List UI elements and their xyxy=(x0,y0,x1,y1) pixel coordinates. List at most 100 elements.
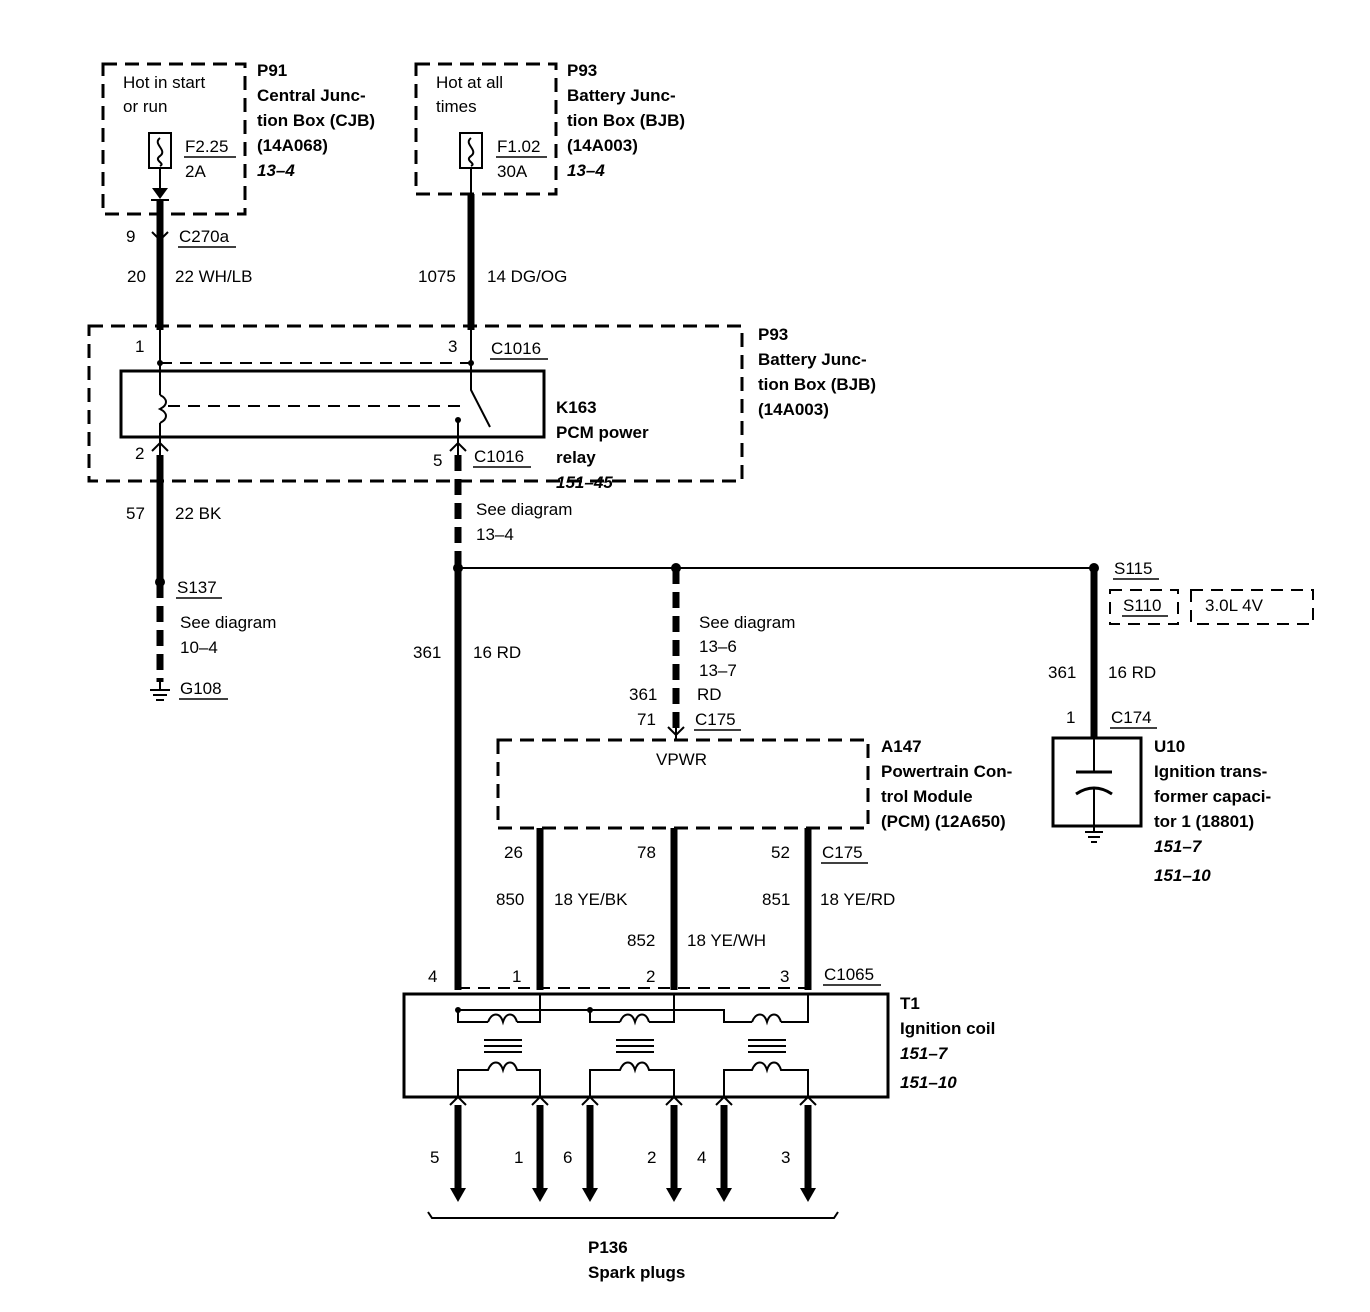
svg-text:K163: K163 xyxy=(556,398,597,417)
svg-text:2A: 2A xyxy=(185,162,206,181)
svg-text:2: 2 xyxy=(646,967,655,986)
plug-label: 3 xyxy=(781,1148,790,1167)
svg-text:3: 3 xyxy=(780,967,789,986)
svg-text:times: times xyxy=(436,97,477,116)
svg-text:A147: A147 xyxy=(881,737,922,756)
diode-icon xyxy=(152,188,168,199)
plug-label: 4 xyxy=(697,1148,706,1167)
svg-text:C174: C174 xyxy=(1111,708,1152,727)
svg-text:16 RD: 16 RD xyxy=(473,643,521,662)
spark-plug-wires xyxy=(449,1095,817,1202)
relay-label: K163 PCM power relay 151–45 xyxy=(556,398,649,492)
svg-text:Spark plugs: Spark plugs xyxy=(588,1263,685,1282)
svg-text:1075: 1075 xyxy=(418,267,456,286)
svg-text:851: 851 xyxy=(762,890,790,909)
svg-text:(14A003): (14A003) xyxy=(567,136,638,155)
relay-switch-icon xyxy=(470,371,491,428)
svg-text:Battery Junc-: Battery Junc- xyxy=(567,86,676,105)
svg-text:PCM power: PCM power xyxy=(556,423,649,442)
plug-label: 6 xyxy=(563,1148,572,1167)
svg-text:13–7: 13–7 xyxy=(699,661,737,680)
svg-text:30A: 30A xyxy=(497,162,528,181)
svg-text:P136: P136 xyxy=(588,1238,628,1257)
svg-text:9: 9 xyxy=(126,227,135,246)
svg-text:C1065: C1065 xyxy=(824,965,874,984)
svg-text:151–10: 151–10 xyxy=(1154,866,1211,885)
svg-text:26: 26 xyxy=(504,843,523,862)
svg-text:P93: P93 xyxy=(758,325,788,344)
svg-text:20: 20 xyxy=(127,267,146,286)
svg-text:13–4: 13–4 xyxy=(567,161,605,180)
svg-text:1: 1 xyxy=(1066,708,1075,727)
pcm-label: A147 Powertrain Con- trol Module (PCM) (… xyxy=(881,737,1012,831)
fuse-icon xyxy=(459,132,483,169)
svg-text:5: 5 xyxy=(433,451,442,470)
svg-text:22 BK: 22 BK xyxy=(175,504,222,523)
svg-text:C1016: C1016 xyxy=(491,339,541,358)
svg-text:3.0L 4V: 3.0L 4V xyxy=(1205,596,1264,615)
svg-text:RD: RD xyxy=(697,685,722,704)
svg-text:C175: C175 xyxy=(695,710,736,729)
svg-text:361: 361 xyxy=(413,643,441,662)
svg-text:151–7: 151–7 xyxy=(1154,837,1203,856)
svg-text:22 WH/LB: 22 WH/LB xyxy=(175,267,252,286)
svg-text:13–4: 13–4 xyxy=(257,161,295,180)
ignition-capacitor xyxy=(1051,736,1143,843)
svg-text:(14A068): (14A068) xyxy=(257,136,328,155)
svg-text:F1.02: F1.02 xyxy=(497,137,540,156)
svg-text:Ignition trans-: Ignition trans- xyxy=(1154,762,1267,781)
svg-text:See diagram: See diagram xyxy=(476,500,572,519)
svg-text:18 YE/RD: 18 YE/RD xyxy=(820,890,895,909)
svg-text:tion Box (BJB): tion Box (BJB) xyxy=(758,375,876,394)
cjb-label: P91 Central Junc- tion Box (CJB) (14A068… xyxy=(257,61,375,180)
pcm-module: VPWR xyxy=(496,738,870,830)
plug-label: 2 xyxy=(647,1148,656,1167)
svg-text:T1: T1 xyxy=(900,994,920,1013)
svg-text:tor 1 (18801): tor 1 (18801) xyxy=(1154,812,1254,831)
fuse-icon xyxy=(148,132,172,169)
svg-text:(14A003): (14A003) xyxy=(758,400,829,419)
svg-text:18 YE/WH: 18 YE/WH xyxy=(687,931,766,950)
svg-text:52: 52 xyxy=(771,843,790,862)
svg-text:14 DG/OG: 14 DG/OG xyxy=(487,267,567,286)
relay-junction-box: P93 Battery Junc- tion Box (BJB) (14A003… xyxy=(87,324,876,483)
svg-text:tion Box (BJB): tion Box (BJB) xyxy=(567,111,685,130)
svg-text:or run: or run xyxy=(123,97,167,116)
svg-text:See diagram: See diagram xyxy=(180,613,276,632)
svg-text:151–7: 151–7 xyxy=(900,1044,949,1063)
svg-text:VPWR: VPWR xyxy=(656,750,707,769)
svg-text:P93: P93 xyxy=(567,61,597,80)
svg-text:18 YE/BK: 18 YE/BK xyxy=(554,890,628,909)
svg-text:See diagram: See diagram xyxy=(699,613,795,632)
svg-text:S137: S137 xyxy=(177,578,217,597)
svg-text:C175: C175 xyxy=(822,843,863,862)
svg-text:151–10: 151–10 xyxy=(900,1073,957,1092)
ground-icon xyxy=(1085,831,1103,843)
bjb-top-label: P93 Battery Junc- tion Box (BJB) (14A003… xyxy=(567,61,685,180)
svg-text:relay: relay xyxy=(556,448,596,467)
svg-text:Ignition coil: Ignition coil xyxy=(900,1019,995,1038)
svg-text:U10: U10 xyxy=(1154,737,1185,756)
coil-label: T1 Ignition coil 151–7 151–10 xyxy=(900,994,995,1092)
svg-text:850: 850 xyxy=(496,890,524,909)
cjb-fuse-box: Hot in start or run F2.25 2A xyxy=(101,62,247,216)
svg-text:Battery Junc-: Battery Junc- xyxy=(758,350,867,369)
svg-text:71: 71 xyxy=(637,710,656,729)
svg-text:C270a: C270a xyxy=(179,227,230,246)
svg-text:1: 1 xyxy=(512,967,521,986)
svg-text:Powertrain Con-: Powertrain Con- xyxy=(881,762,1012,781)
svg-text:16 RD: 16 RD xyxy=(1108,663,1156,682)
svg-text:10–4: 10–4 xyxy=(180,638,218,657)
relay-coil-icon xyxy=(157,394,167,424)
svg-text:tion Box (CJB): tion Box (CJB) xyxy=(257,111,375,130)
svg-text:C1016: C1016 xyxy=(474,447,524,466)
svg-text:trol Module: trol Module xyxy=(881,787,973,806)
svg-text:4: 4 xyxy=(428,967,437,986)
svg-text:former capaci-: former capaci- xyxy=(1154,787,1271,806)
svg-text:(PCM) (12A650): (PCM) (12A650) xyxy=(881,812,1006,831)
svg-text:P91: P91 xyxy=(257,61,287,80)
bracket xyxy=(427,1211,839,1219)
bjb-fuse-box: Hot at all times F1.02 30A xyxy=(414,62,558,196)
svg-text:Central Junc-: Central Junc- xyxy=(257,86,366,105)
